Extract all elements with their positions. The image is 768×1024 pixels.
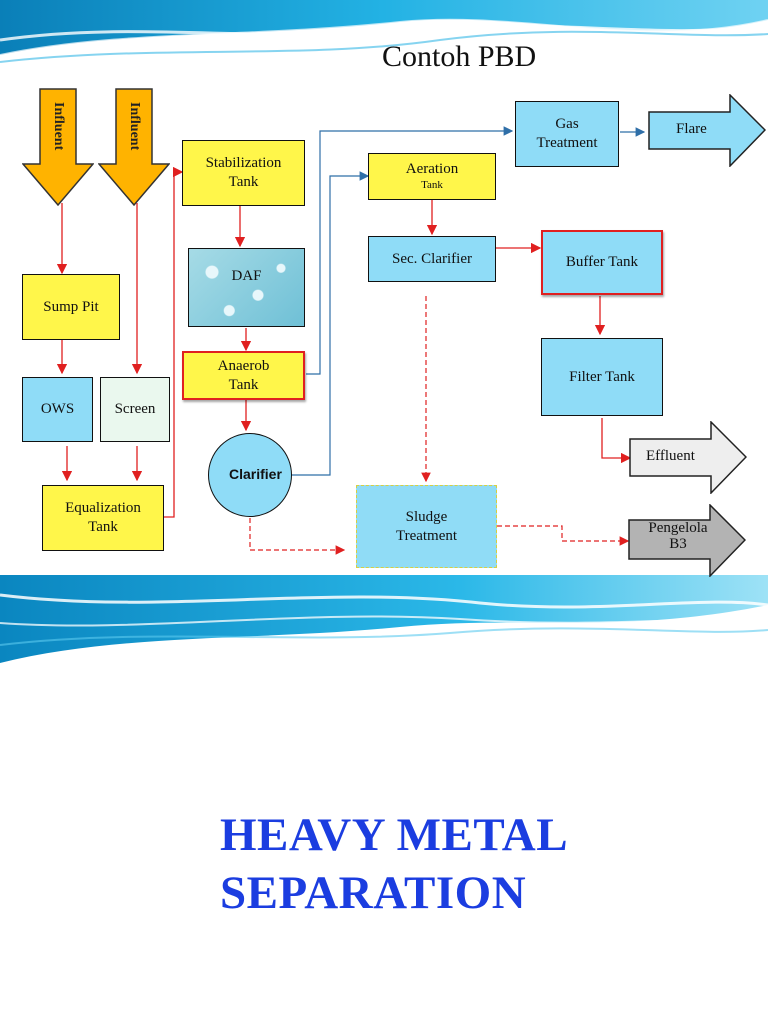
sec-clarifier-label: Sec. Clarifier [392, 250, 472, 267]
clarifier-to-aeration-connector [292, 171, 370, 476]
gas-label-line1: Gas [555, 116, 579, 133]
pengelola-label-line2: B3 [669, 536, 687, 552]
stabilization-label-line2: Tank [228, 174, 259, 190]
effluent-label: Effluent [646, 448, 695, 464]
influent-arrow-shape-1 [22, 88, 94, 206]
anaerob-to-gas-connector [306, 126, 514, 375]
stabilization-tank-box: Stabilization Tank [182, 140, 305, 206]
sec-clarifier-box: Sec. Clarifier [368, 236, 496, 282]
pengelola-b3-label: Pengelola B3 [638, 520, 718, 552]
gas-label-line2: Treatment [536, 135, 598, 151]
heading-line-2: SEPARATION [220, 867, 527, 919]
equalization-label-line1: Equalization [65, 500, 141, 517]
influent-arrow-2: Influent [98, 88, 170, 206]
sludge-label-line2: Treatment [395, 527, 458, 544]
anaerob-label-line2: Tank [228, 376, 259, 393]
pengelola-label-line1: Pengelola [648, 520, 708, 536]
aeration-label-line2: Tank [421, 179, 443, 191]
daf-box: DAF [188, 248, 305, 327]
filter-to-effluent-connector [601, 418, 632, 464]
stabilization-label-line1: Stabilization [205, 155, 282, 172]
aeration-tank-box: Aeration Tank [368, 153, 496, 200]
buffer-tank-box: Buffer Tank [541, 230, 663, 295]
influent-arrow-1: Influent [22, 88, 94, 206]
buffer-tank-label: Buffer Tank [565, 254, 639, 271]
effluent-arrow-shape [629, 421, 747, 494]
sump-pit-box: Sump Pit [22, 274, 120, 340]
flare-arrow-shape [648, 94, 766, 167]
ows-box: OWS [22, 377, 93, 442]
influent-arrow-shape-2 [98, 88, 170, 206]
aeration-label-line1: Aeration [405, 161, 459, 178]
influent-label-1: Influent [51, 102, 66, 151]
screen-label: Screen [114, 401, 156, 418]
equalization-tank-box: Equalization Tank [42, 485, 164, 551]
filter-tank-label: Filter Tank [569, 368, 635, 385]
equalization-to-stabilization-connector [164, 166, 184, 518]
pengelola-b3-arrow-shape [628, 504, 746, 577]
top-wave-decoration [0, 0, 768, 63]
flare-arrow: Flare [648, 94, 766, 167]
sump-pit-label: Sump Pit [43, 298, 99, 315]
heading-line-1: HEAVY METAL [220, 809, 569, 861]
sludge-to-pengelola-connector [497, 525, 630, 546]
clarifier-to-sludge-connector [249, 518, 346, 555]
bottom-wave-decoration [0, 575, 768, 663]
sludge-label-line1: Sludge [405, 508, 448, 525]
pengelola-b3-arrow: Pengelola B3 [628, 504, 746, 577]
gas-treatment-box: Gas Treatment [515, 101, 619, 167]
sludge-treatment-box: Sludge Treatment [356, 485, 497, 568]
flare-label: Flare [676, 121, 707, 137]
influent-label-2: Influent [127, 102, 142, 151]
effluent-arrow: Effluent [629, 421, 747, 494]
clarifier-circle: Clarifier [208, 433, 292, 517]
filter-tank-box: Filter Tank [541, 338, 663, 416]
heavy-metal-separation-heading: HEAVY METAL SEPARATION [220, 806, 568, 922]
clarifier-label: Clarifier [229, 466, 282, 483]
anaerob-tank-box: Anaerob Tank [182, 351, 305, 400]
ows-label: OWS [40, 401, 75, 418]
equalization-label-line2: Tank [88, 519, 118, 535]
screen-box: Screen [100, 377, 170, 442]
anaerob-label-line1: Anaerob [217, 357, 270, 374]
slide-title: Contoh PBD [382, 40, 537, 73]
daf-label: DAF [231, 268, 262, 284]
